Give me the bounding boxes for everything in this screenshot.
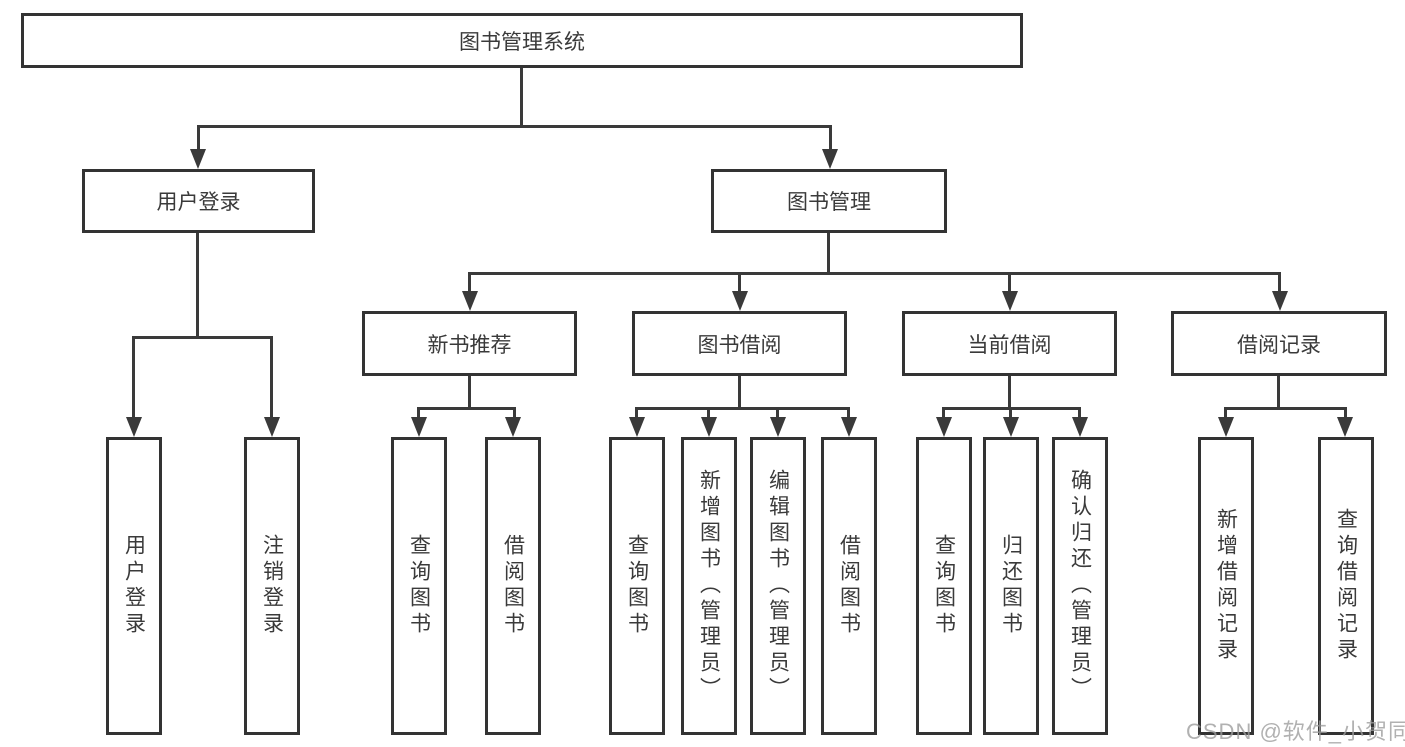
leaf-label: 用户登录: [122, 534, 146, 638]
connector-line: [417, 407, 420, 420]
arrow-down-icon: [701, 417, 717, 437]
leaf-confirm-return-admin: 确认归还（管理员）: [1052, 437, 1108, 735]
node-book-management: 图书管理: [711, 169, 947, 233]
arrow-down-icon: [505, 417, 521, 437]
leaf-label: 编辑图书（管理员）: [766, 469, 790, 703]
node-book-borrowing: 图书借阅: [632, 311, 847, 376]
node-label: 图书管理: [787, 191, 871, 214]
arrow-down-icon: [1002, 291, 1018, 311]
connector-line: [847, 407, 850, 420]
leaf-label: 查询借阅记录: [1334, 508, 1358, 664]
node-label: 新书推荐: [427, 333, 512, 357]
connector-line: [513, 407, 516, 420]
connector-line: [1278, 272, 1281, 296]
arrow-down-icon: [770, 417, 786, 437]
connector-line: [196, 233, 199, 336]
connector-line: [635, 407, 638, 420]
leaf-label: 查询图书: [625, 534, 649, 638]
node-user-login: 用户登录: [82, 169, 315, 233]
connector-line: [707, 407, 710, 420]
leaf-label: 注销登录: [260, 534, 284, 638]
arrow-down-icon: [732, 291, 748, 311]
connector-line: [132, 336, 135, 420]
connector-line: [1009, 407, 1012, 420]
connector-line: [132, 336, 273, 339]
leaf-user-login: 用户登录: [106, 437, 162, 735]
arrow-down-icon: [1072, 417, 1088, 437]
connector-line: [468, 376, 471, 407]
csdn-watermark: CSDN @软件_小贺同学: [1186, 719, 1405, 744]
arrow-down-icon: [1272, 291, 1288, 311]
connector-line: [270, 336, 273, 420]
leaf-query-books-current: 查询图书: [916, 437, 972, 735]
connector-line: [1277, 376, 1280, 407]
arrow-down-icon: [841, 417, 857, 437]
arrow-down-icon: [264, 417, 280, 437]
leaf-label: 查询图书: [407, 534, 431, 638]
leaf-label: 查询图书: [932, 534, 956, 638]
leaf-return-books: 归还图书: [983, 437, 1039, 735]
leaf-add-books-admin: 新增图书（管理员）: [681, 437, 737, 735]
leaf-add-borrow-record: 新增借阅记录: [1198, 437, 1254, 735]
leaf-query-books-recommend: 查询图书: [391, 437, 447, 735]
leaf-label: 借阅图书: [501, 534, 525, 638]
connector-line: [197, 125, 200, 153]
arrow-down-icon: [126, 417, 142, 437]
arrow-down-icon: [1218, 417, 1234, 437]
arrow-down-icon: [190, 149, 206, 169]
connector-line: [942, 407, 945, 420]
arrow-down-icon: [411, 417, 427, 437]
node-label: 用户登录: [156, 191, 241, 214]
connector-line: [776, 407, 779, 420]
leaf-query-books-borrowing: 查询图书: [609, 437, 665, 735]
node-borrow-records: 借阅记录: [1171, 311, 1387, 376]
node-label: 借阅记录: [1237, 333, 1321, 357]
leaf-label: 确认归还（管理员）: [1068, 469, 1092, 703]
node-label: 当前借阅: [967, 333, 1052, 357]
leaf-borrow-books: 借阅图书: [821, 437, 877, 735]
leaf-query-borrow-record: 查询借阅记录: [1318, 437, 1374, 735]
arrow-down-icon: [822, 149, 838, 169]
connector-line: [635, 407, 850, 410]
connector-line: [1078, 407, 1081, 420]
leaf-borrow-books-recommend: 借阅图书: [485, 437, 541, 735]
node-library-system: 图书管理系统: [21, 13, 1023, 68]
leaf-label: 归还图书: [999, 534, 1023, 638]
arrow-down-icon: [936, 417, 952, 437]
connector-line: [738, 272, 741, 296]
connector-line: [197, 125, 832, 128]
connector-line: [827, 233, 830, 272]
leaf-logout: 注销登录: [244, 437, 300, 735]
node-label: 图书借阅: [697, 333, 782, 357]
arrow-down-icon: [1003, 417, 1019, 437]
arrow-down-icon: [1337, 417, 1353, 437]
connector-line: [1008, 376, 1011, 407]
leaf-label: 借阅图书: [837, 534, 861, 638]
node-label: 图书管理系统: [459, 30, 585, 54]
connector-line: [520, 68, 523, 125]
connector-line: [417, 407, 516, 410]
connector-line: [1008, 272, 1011, 296]
node-new-book-recommend: 新书推荐: [362, 311, 577, 376]
connector-line: [1224, 407, 1227, 420]
node-current-borrowing: 当前借阅: [902, 311, 1117, 376]
arrow-down-icon: [462, 291, 478, 311]
arrow-down-icon: [629, 417, 645, 437]
leaf-label: 新增图书（管理员）: [697, 469, 721, 703]
connector-line: [1344, 407, 1347, 420]
leaf-edit-books-admin: 编辑图书（管理员）: [750, 437, 806, 735]
connector-line: [468, 272, 1281, 275]
connector-line: [1224, 407, 1346, 410]
connector-line: [468, 272, 471, 296]
leaf-label: 新增借阅记录: [1214, 508, 1238, 664]
connector-line: [738, 376, 741, 407]
connector-line: [829, 125, 832, 153]
